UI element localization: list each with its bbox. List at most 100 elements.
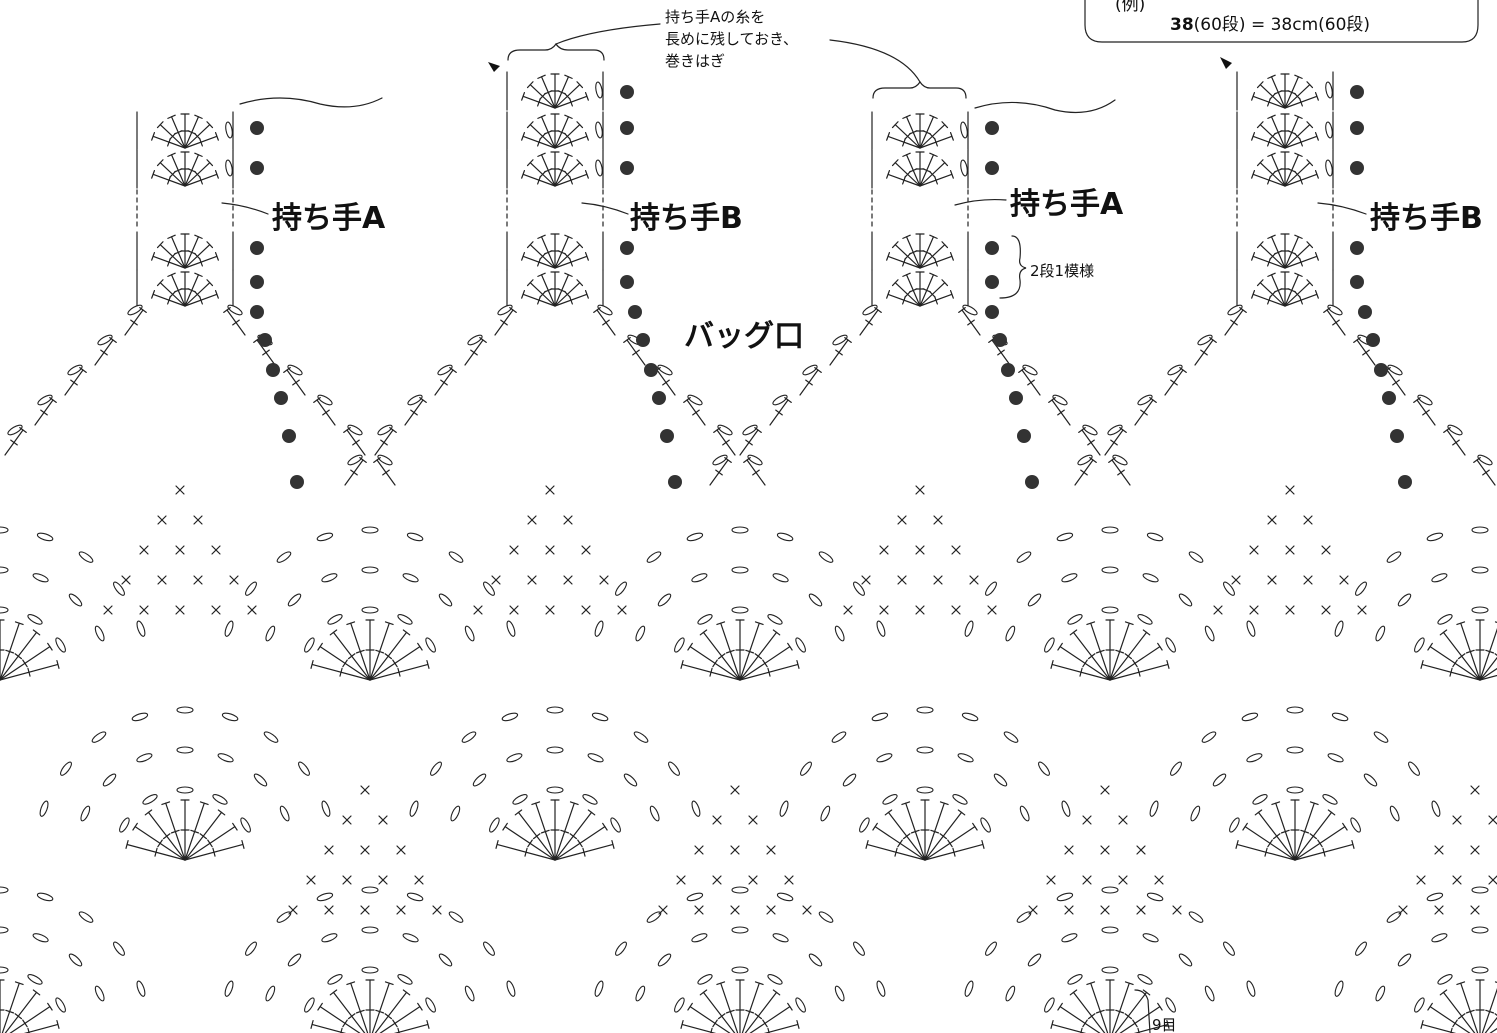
- chain-stitch: [1355, 941, 1367, 956]
- chain-stitch: [361, 886, 379, 894]
- chain-stitch: [1322, 794, 1338, 805]
- chain-stitch: [1223, 581, 1235, 596]
- chain-stitch: [853, 581, 865, 596]
- chain-stitch: [962, 304, 978, 316]
- stitch-pattern: [0, 71, 1497, 1033]
- chain-stitch: [67, 364, 83, 376]
- chain-stitch: [1101, 966, 1119, 974]
- chain-stitch: [657, 953, 672, 967]
- chain-stitch: [409, 800, 419, 817]
- chain-stitch: [506, 980, 516, 997]
- row-number-marker: [1350, 241, 1364, 255]
- row-number-marker: [1017, 429, 1031, 443]
- chain-stitch: [834, 985, 845, 1002]
- chain-stitch: [691, 573, 708, 583]
- chain-stitch: [1022, 364, 1038, 376]
- chain-stitch: [1019, 805, 1030, 822]
- chain-stitch: [993, 773, 1008, 787]
- chain-stitch: [113, 941, 125, 956]
- row-number-marker: [1366, 333, 1380, 347]
- chain-stitch: [136, 620, 146, 637]
- chain-stitch: [1188, 551, 1204, 563]
- chain-stitch: [1431, 573, 1448, 583]
- chain-stitch: [39, 800, 49, 817]
- chain-stitch: [674, 997, 685, 1013]
- chain-stitch: [27, 974, 43, 985]
- chain-stitch: [1112, 454, 1128, 466]
- chain-stitch: [1005, 985, 1016, 1002]
- chain-stitch: [1431, 933, 1448, 943]
- chain-stitch: [800, 761, 812, 776]
- chain-stitch: [245, 581, 257, 596]
- row-number-marker: [1374, 363, 1388, 377]
- chain-stitch: [287, 364, 303, 376]
- chain-stitch: [1471, 526, 1489, 534]
- chain-stitch: [265, 625, 276, 642]
- chain-stitch: [212, 794, 228, 805]
- chain-stitch: [1447, 424, 1463, 436]
- chain-stitch: [767, 974, 783, 985]
- row-number-marker: [1025, 475, 1039, 489]
- row-number-marker: [266, 363, 280, 377]
- chain-stitch: [1471, 606, 1489, 614]
- chain-stitch: [1137, 614, 1153, 625]
- chain-stitch: [1038, 761, 1050, 776]
- chain-stitch: [327, 614, 343, 625]
- chain-stitch: [1016, 551, 1032, 563]
- chain-stitch: [94, 625, 105, 642]
- chain-stitch: [1142, 933, 1159, 943]
- chain-stitch: [176, 746, 194, 754]
- row-number-marker: [628, 305, 642, 319]
- chain-stitch: [1027, 953, 1042, 967]
- chain-stitch: [1056, 892, 1074, 902]
- chain-stitch: [1286, 706, 1304, 714]
- row-number-marker: [985, 241, 999, 255]
- chain-stitch: [1417, 394, 1433, 406]
- chain-stitch: [407, 394, 423, 406]
- chain-stitch: [957, 753, 974, 763]
- chain-stitch: [0, 606, 9, 614]
- chain-stitch: [402, 933, 419, 943]
- chain-stitch: [483, 941, 495, 956]
- chain-stitch: [78, 911, 94, 923]
- chain-stitch: [731, 886, 749, 894]
- chain-stitch: [610, 817, 621, 833]
- chain-stitch: [964, 980, 974, 997]
- chain-stitch: [1375, 985, 1386, 1002]
- chain-stitch: [842, 773, 857, 787]
- row-number-marker: [620, 275, 634, 289]
- chain-stitch: [1190, 805, 1201, 822]
- chain-stitch: [437, 364, 453, 376]
- chain-stitch: [1246, 620, 1256, 637]
- chain-stitch: [1286, 746, 1304, 754]
- chain-stitch: [776, 892, 794, 902]
- chain-stitch: [587, 753, 604, 763]
- chain-stitch: [712, 454, 728, 466]
- chain-stitch: [176, 706, 194, 714]
- chain-stitch: [142, 794, 158, 805]
- chain-stitch: [960, 159, 968, 177]
- chain-stitch: [595, 121, 603, 139]
- chain-stitch: [438, 953, 453, 967]
- chain-stitch: [1334, 980, 1344, 997]
- chain-stitch: [60, 761, 72, 776]
- chain-stitch: [1056, 532, 1074, 542]
- row-number-marker: [250, 241, 264, 255]
- handle-b-label-2: 持ち手B: [1370, 201, 1483, 236]
- chain-stitch: [1149, 800, 1159, 817]
- chain-stitch: [102, 773, 117, 787]
- chain-stitch: [225, 159, 233, 177]
- chain-stitch: [772, 573, 789, 583]
- chain-stitch: [1003, 731, 1019, 743]
- chain-stitch: [1386, 911, 1402, 923]
- chain-stitch: [1375, 625, 1386, 642]
- chain-stitch: [731, 606, 749, 614]
- chain-stitch: [245, 941, 257, 956]
- chain-stitch: [597, 304, 613, 316]
- chain-stitch: [464, 625, 475, 642]
- row-number-marker: [250, 161, 264, 175]
- chain-stitch: [0, 566, 9, 574]
- chain-stitch: [304, 997, 315, 1013]
- chain-stitch: [304, 637, 315, 653]
- chain-stitch: [327, 974, 343, 985]
